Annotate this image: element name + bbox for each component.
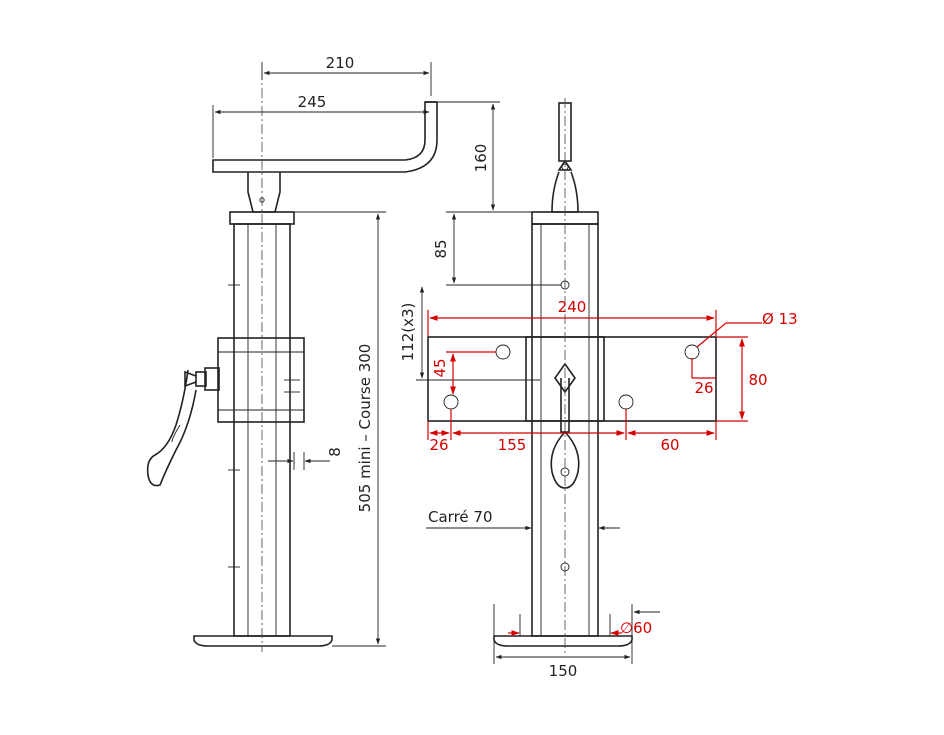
label-80: 80 <box>748 371 767 389</box>
dimension-85: 85 <box>432 213 561 286</box>
dimension-8: 8 <box>268 447 344 470</box>
mounting-plate <box>427 336 717 422</box>
label-150: 150 <box>549 662 578 680</box>
side-crank-handle <box>146 367 220 487</box>
label-8: 8 <box>326 447 344 457</box>
red-dimension-80: 80 <box>716 336 768 422</box>
dimension-150: 150 <box>493 604 633 680</box>
clamp-block <box>217 337 305 423</box>
label-155: 155 <box>498 436 527 454</box>
label-160: 160 <box>472 144 490 173</box>
foot-pointer <box>631 609 660 620</box>
dimension-505: 505 mini – Course 300 <box>294 211 386 647</box>
red-dimension-26-right: 26 <box>691 358 716 397</box>
front-foot-plate <box>493 614 633 647</box>
red-dimension-square-60: ∅60 <box>508 619 652 637</box>
label-45: 45 <box>431 358 449 377</box>
label-square-60: ∅60 <box>620 619 652 637</box>
red-dimension-240: 240 <box>427 298 717 336</box>
foot-plate <box>193 635 333 647</box>
side-view: 210 245 505 mini – Course 300 8 <box>146 54 438 652</box>
jack-tube <box>228 211 300 637</box>
label-85: 85 <box>432 239 450 258</box>
dimension-112x3: 112(x3) <box>399 286 540 381</box>
red-dimension-45: 45 <box>431 351 496 395</box>
label-26-right: 26 <box>694 379 713 397</box>
crank-arm <box>212 101 438 213</box>
label-505: 505 mini – Course 300 <box>356 344 374 513</box>
dimension-carre-70: Carré 70 <box>426 508 620 531</box>
dimension-160: 160 <box>437 101 532 213</box>
label-carre-70: Carré 70 <box>428 508 493 526</box>
label-diameter-13: Ø 13 <box>762 310 798 328</box>
front-view: 160 85 112(x3) Carré 70 150 <box>399 98 798 680</box>
label-60-bottom: 60 <box>660 436 679 454</box>
dimension-210: 210 <box>261 54 432 96</box>
dimension-245: 245 <box>212 93 430 158</box>
red-dimension-diameter-13: Ø 13 <box>696 310 798 348</box>
red-dimension-bottom-chain: 26 155 60 <box>427 409 717 454</box>
label-26-bottom: 26 <box>429 436 448 454</box>
label-245: 245 <box>298 93 327 111</box>
label-240: 240 <box>558 298 587 316</box>
label-210: 210 <box>326 54 355 72</box>
label-112x3: 112(x3) <box>399 303 417 362</box>
